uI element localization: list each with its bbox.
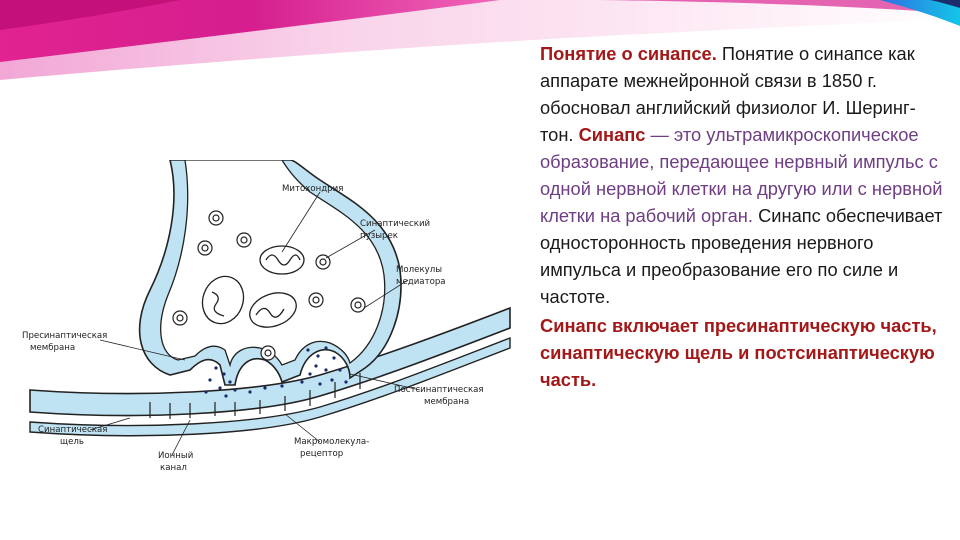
label-receptor-line2: рецептор [300, 449, 343, 459]
label-vesicle-line1: Синаптический [360, 219, 430, 229]
label-presynaptic-line2: мембрана [30, 343, 75, 353]
synapse-term: Синапс [579, 124, 646, 145]
synapse-description: Понятие о синапсе. Понятие о синапсе как… [540, 40, 945, 393]
label-postsynaptic-line1: Постсинаптическая [394, 385, 484, 395]
label-cleft-line2: щель [60, 437, 84, 447]
label-mitochondria: Митохондрия [282, 184, 343, 194]
label-vesicle-line2: пузырек [360, 231, 398, 241]
label-mediator-line1: Молекулы [396, 265, 442, 275]
label-channel-line1: Ионный [158, 451, 193, 461]
synapse-diagram: Митохондрия Синаптический пузырек Молеку… [20, 160, 520, 480]
label-cleft-line1: Синаптическая [38, 425, 107, 435]
concept-heading: Понятие о синапсе. [540, 43, 717, 64]
label-mediator-line2: медиатора [396, 277, 446, 287]
label-channel-line2: канал [160, 463, 187, 473]
description-paragraph: Понятие о синапсе. Понятие о синапсе как… [540, 40, 945, 310]
synapse-components-summary: Синапс включает пресинаптическую часть, … [540, 312, 945, 393]
label-presynaptic-line1: Пресинаптическая [22, 331, 107, 341]
label-receptor-line1: Макромолекула- [294, 437, 369, 447]
label-postsynaptic-line2: мембрана [424, 397, 469, 407]
